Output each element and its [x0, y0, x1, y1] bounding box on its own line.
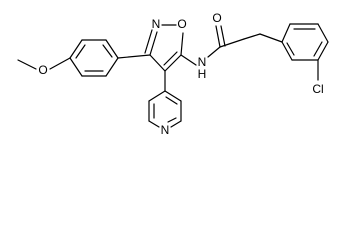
- bond-carbonyl-o-double: [220, 25, 226, 47]
- bond-c3-n: [149, 31, 158, 56]
- bond-py-1: [164, 90, 182, 102]
- bond-c4-c3: [149, 54, 166, 72]
- bond-ar2-6-inner: [286, 42, 295, 56]
- bond-ar1-1: [105, 39, 119, 59]
- atom-n-pyridine: N: [161, 123, 170, 137]
- bond-ar2-3: [317, 23, 329, 43]
- bond-carbonyl-o: [215, 25, 221, 48]
- atom-n-isoxazole: N: [152, 17, 161, 31]
- bond-ar2-4: [317, 41, 329, 61]
- bond-py-6: [148, 90, 166, 102]
- chemical-structure: N O O N H O N Cl: [17, 11, 329, 137]
- atom-cl: Cl: [312, 82, 323, 96]
- bond-ar2-6: [281, 41, 293, 61]
- atom-h-amide: H: [198, 67, 207, 81]
- atom-o-carbonyl: O: [212, 11, 221, 25]
- bond-ar2-1: [281, 23, 291, 43]
- bond-ar1-3: [69, 39, 83, 59]
- bond-ar1-o: [49, 57, 71, 70]
- bond-c5-c4: [164, 54, 182, 72]
- bond-n-carbonyl: [207, 46, 221, 58]
- bond-o-ch3: [17, 59, 37, 70]
- bond-c3-n-double: [144, 29, 153, 54]
- bond-ar1-6: [105, 57, 119, 77]
- bond-c5-n: [180, 54, 197, 66]
- bond-ar2-4-inner: [313, 41, 323, 57]
- atom-o-isoxazole: O: [177, 17, 186, 31]
- bond-c5-c4-double: [163, 51, 178, 66]
- atom-n-amide: N: [198, 55, 207, 69]
- bond-ar1-1-inner: [102, 44, 113, 58]
- bond-ch2-ch2: [243, 33, 261, 40]
- bond-py-4: [148, 120, 160, 128]
- bond-py-3: [170, 120, 182, 128]
- bond-c3-ar1: [117, 54, 151, 59]
- bond-ar1-4: [69, 57, 83, 77]
- atom-labels: N O O N H O N Cl: [38, 11, 323, 137]
- atom-o-methoxy: O: [38, 63, 47, 77]
- bond-ar1-3-inner: [75, 44, 86, 59]
- bond-py-3-inner: [167, 117, 177, 123]
- bonds: [17, 23, 329, 128]
- bond-py-1-inner: [165, 96, 178, 105]
- bond-ch2-aryl: [259, 33, 283, 43]
- bond-o-c5: [180, 32, 184, 56]
- bond-carbonyl-ch2: [219, 38, 245, 48]
